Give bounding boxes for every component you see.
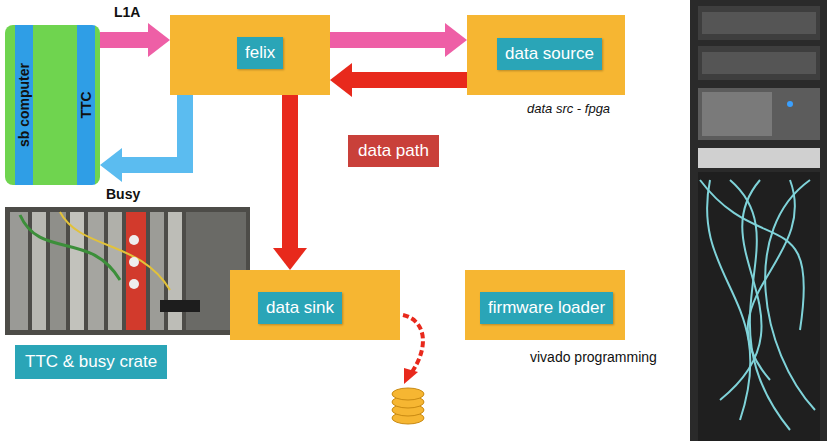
component-label: felix <box>237 37 283 69</box>
arrow-shaft <box>330 32 445 48</box>
arrow-head <box>148 23 170 57</box>
rack-photo <box>720 180 762 400</box>
crate-photo <box>5 207 250 335</box>
crate-photo <box>60 212 170 290</box>
rack-photo <box>698 148 820 168</box>
rack-photo <box>748 180 795 380</box>
signal-name: Busy <box>106 186 140 202</box>
path-label: data path <box>348 135 439 167</box>
rack-photo <box>787 101 793 107</box>
note-label: data src - fpga <box>527 101 610 116</box>
write-arrow <box>404 368 418 384</box>
note-label: vivado programming <box>530 349 657 365</box>
caption-text: TTC & busy crate <box>25 352 157 371</box>
crate-photo <box>5 207 250 335</box>
crate-photo <box>168 212 182 330</box>
crate-photo <box>129 279 139 289</box>
component-box: data source <box>467 15 625 95</box>
computer-box: sb computer TTC <box>5 25 100 185</box>
crate-photo <box>150 212 164 330</box>
rack-photo <box>702 92 772 136</box>
rack-photo <box>698 6 820 40</box>
arrow-shaft <box>100 32 148 48</box>
crate-photo <box>32 212 46 330</box>
arrow-shaft <box>352 72 467 88</box>
component-label: data source <box>497 38 602 70</box>
disk-icon <box>392 388 424 424</box>
arrow-head <box>445 23 467 57</box>
write-arrow <box>403 315 423 384</box>
crate-photo <box>88 212 104 330</box>
crate-photo <box>129 257 139 267</box>
component-label: data sink <box>258 292 342 324</box>
arrow-head <box>330 63 352 97</box>
crate-photo <box>10 212 28 330</box>
crate-photo <box>129 235 139 245</box>
flow-arrow <box>100 95 185 182</box>
component-label: firmware loader <box>480 292 613 324</box>
caption-box: TTC & busy crate <box>15 345 167 379</box>
rack-photo <box>702 12 816 34</box>
arrow-shaft <box>122 95 185 165</box>
rack-photo <box>765 180 815 410</box>
rack-photo <box>690 0 827 441</box>
flow-arrow <box>273 95 307 270</box>
rack-photo <box>702 52 816 74</box>
rack-photo <box>698 46 820 80</box>
component-box: felix <box>170 15 330 95</box>
crate-photo <box>160 300 200 312</box>
arrow-head <box>273 248 307 270</box>
component-box: firmware loader <box>465 270 625 340</box>
vertical-label: TTC <box>78 91 94 118</box>
crate-photo <box>50 212 66 330</box>
flow-arrow <box>330 63 467 97</box>
flow-arrow <box>330 23 467 57</box>
vertical-label: sb computer <box>16 63 32 147</box>
signal-name: L1A <box>114 4 140 20</box>
arrow-head <box>100 148 122 182</box>
arrow-shaft <box>282 95 298 248</box>
disk-icon <box>392 388 424 400</box>
component-box: data sink <box>230 270 400 340</box>
flow-arrow <box>100 23 170 57</box>
rack-photo <box>690 0 827 441</box>
rack-photo <box>698 88 820 140</box>
crate-photo <box>126 212 146 330</box>
write-arrow <box>403 315 423 372</box>
rack-photo <box>698 172 820 441</box>
